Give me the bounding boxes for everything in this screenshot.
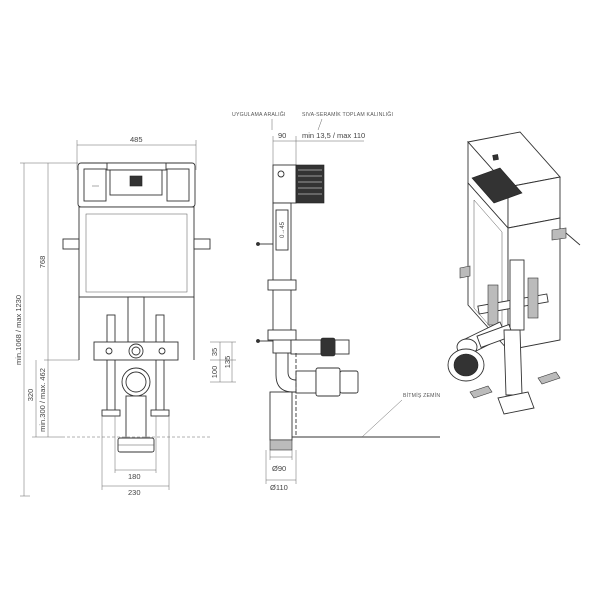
caption-application-range: UYGULAMA ARALIĞI bbox=[232, 111, 286, 118]
dim-foot-180: 180 bbox=[128, 472, 141, 481]
dim-width-485: 485 bbox=[130, 135, 143, 144]
dim-lower-offset: min.300 / max. 462 bbox=[38, 368, 47, 432]
dim-wall-range: min 13,5 / max 110 bbox=[302, 131, 365, 140]
dim-inlet-100: 100 bbox=[210, 366, 219, 379]
isometric-view bbox=[447, 131, 581, 415]
caption-plaster-tile-thickness: SIVA-SERAMİK TOPLAM KALINLIĞI bbox=[302, 111, 393, 118]
dim-inlet-135: 135 bbox=[223, 356, 232, 369]
dim-foot-230: 230 bbox=[128, 488, 141, 497]
dim-diameter-110: Ø110 bbox=[270, 483, 288, 492]
front-view: 485 bbox=[14, 135, 236, 497]
label-rotated-0-45: 0→45 bbox=[280, 221, 286, 238]
dim-diameter-90: Ø90 bbox=[272, 464, 286, 473]
label-finished-floor: BİTMİŞ ZEMİN bbox=[403, 392, 440, 399]
dim-height-768: 768 bbox=[38, 256, 47, 269]
dim-height-total: min.1068 / max 1230 bbox=[14, 295, 23, 365]
dim-depth-90: 90 bbox=[278, 131, 286, 140]
dim-drain-320: 320 bbox=[26, 389, 35, 402]
dim-inlet-35: 35 bbox=[210, 348, 219, 356]
side-view: 90 min 13,5 / max 110 0→45 bbox=[256, 131, 440, 492]
